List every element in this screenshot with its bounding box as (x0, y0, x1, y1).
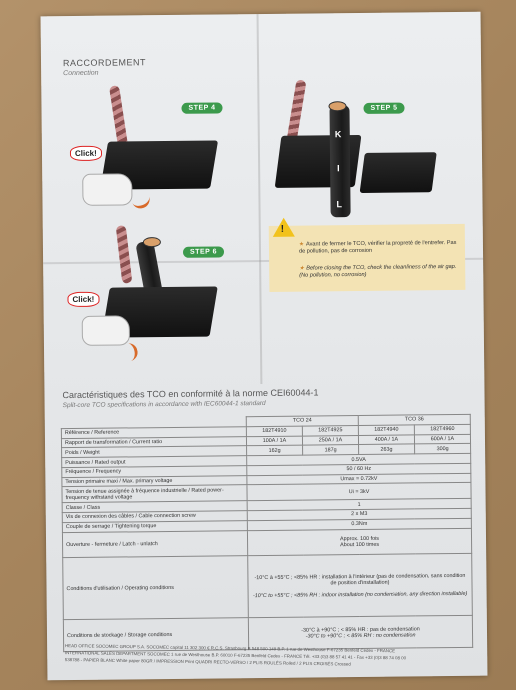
row-label: Tension de tenue assignée à fréquence in… (61, 485, 248, 503)
conductor-end (142, 237, 161, 248)
spec-table: TCO 24 TCO 36 Référence / Reference 182T… (61, 414, 473, 652)
cell: 400A / 1A (358, 434, 415, 445)
table-title: Caractéristiques des TCO en conformité à… (62, 387, 319, 401)
press-arrow (123, 341, 140, 362)
row-label: Ouverture - fermeture / Latch - unlatch (62, 530, 248, 558)
hand-illustration (81, 315, 130, 346)
tco-sensor-half (359, 152, 437, 193)
cell: 162g (246, 445, 303, 456)
star-icon: ★ (299, 265, 305, 272)
warning-text-fr: ★Avant de fermer le TCO, vérifier la pro… (298, 239, 457, 255)
click-callout: Click! (67, 291, 100, 308)
step-4-badge: STEP 4 (181, 102, 223, 114)
section-subtitle: Connection (63, 69, 99, 78)
star-icon: ★ (298, 241, 304, 248)
marking-l: L (336, 199, 343, 210)
row-label: Conditions d'utilisation / Operating con… (62, 556, 249, 620)
section-title: RACCORDEMENT (62, 57, 147, 69)
ref-cell: 182T4940 (358, 424, 415, 436)
ref-cell: 182T4960 (414, 424, 471, 435)
warning-box (268, 223, 466, 292)
twisted-cable (109, 85, 129, 148)
table-subtitle: Split-core TCO specifications in accorda… (62, 399, 266, 410)
cell: 600A / 1A (414, 433, 471, 445)
cell: 250A / 1A (302, 435, 359, 446)
marking-k: K (334, 129, 342, 140)
step-5-badge: STEP 5 (363, 102, 405, 114)
cell: 100A / 1A (246, 435, 303, 447)
marking-i: I (337, 163, 340, 174)
click-callout: Click! (69, 145, 102, 162)
warning-icon-mark: ! (280, 223, 285, 235)
cell: -10°C à +55°C ; <85% HR : installation à… (247, 553, 473, 618)
cell: 187g (302, 444, 359, 456)
step-6-badge: STEP 6 (182, 246, 225, 258)
fold-crease (256, 14, 263, 385)
cell: 300g (414, 443, 471, 455)
press-arrow (130, 192, 153, 212)
cell: -30°C à +90°C ; < 85% HR : pas de conden… (248, 615, 473, 650)
table-row: Conditions d'utilisation / Operating con… (62, 553, 473, 620)
ref-cell: 182T4925 (302, 425, 359, 436)
twisted-cable (286, 79, 307, 143)
ref-cell: 182T4910 (246, 425, 303, 437)
cell: 263g (358, 444, 415, 455)
instruction-sheet: RACCORDEMENT Connection STEP 4 Click! ST… (40, 11, 488, 681)
hand-illustration (82, 173, 133, 206)
cell: Approx. 100 fois About 100 times (247, 527, 472, 557)
warning-text-en: ★Before closing the TCO, check the clean… (299, 263, 457, 279)
twisted-cable (115, 225, 133, 284)
